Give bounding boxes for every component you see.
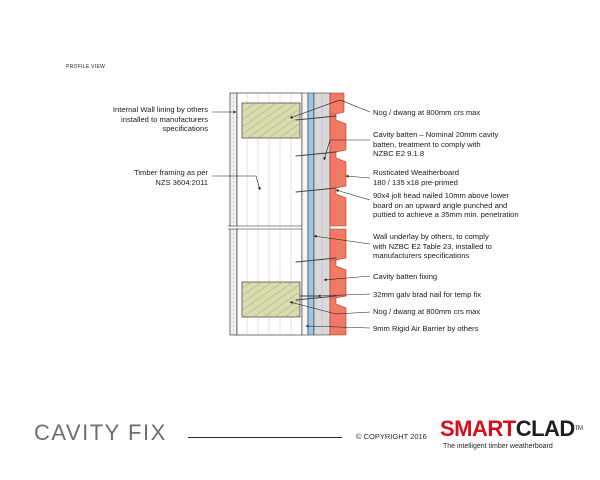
drawing-title: CAVITY FIX [34,420,167,445]
logo-clad: CLAD [515,416,576,441]
cavity-batten [313,92,331,336]
nog-bottom [241,281,301,318]
label-nog-top: Nog / dwang at 800mm crs max [373,108,481,117]
smartclad-logo: SMARTCLADTM [440,418,583,440]
leader-lines [212,99,371,329]
label-nog-bottom: Nog / dwang at 800mm crs max [373,307,481,316]
internal-lining [229,92,238,336]
nails [295,115,337,301]
label-rusticated-weatherboard: Rusticated Weatherboard 180 / 135 x18 pr… [373,168,459,187]
copyright-text: © COPYRIGHT 2016 [356,432,427,441]
label-internal-lining: Internal Wall lining by others installed… [112,105,208,134]
label-cavity-batten: Cavity batten – Nominal 20mm cavity batt… [373,130,499,159]
label-wall-underlay: Wall underlay by others, to comply with … [373,232,492,261]
label-air-barrier: 9mm Rigid Air Barrier by others [373,324,479,333]
brand-tagline: The intelligent timber weatherboard [443,443,553,450]
label-batten-fixing: Cavity batten fixing [373,272,438,281]
label-brad-nail: 32mm galv brad nail for temp fix [373,290,482,299]
weatherboards [329,92,347,336]
logo-smart: SMART [440,416,516,441]
footer-divider [188,437,342,438]
label-timber-framing: Timber framing as per NZS 3604:2011 [134,168,208,187]
label-jolt-head-nail: 90x4 jolt head nailed 10mm above lower b… [373,191,519,220]
view-label: PROFILE VIEW [66,64,106,70]
nog-top [241,102,301,139]
logo-tm: TM [574,426,583,432]
